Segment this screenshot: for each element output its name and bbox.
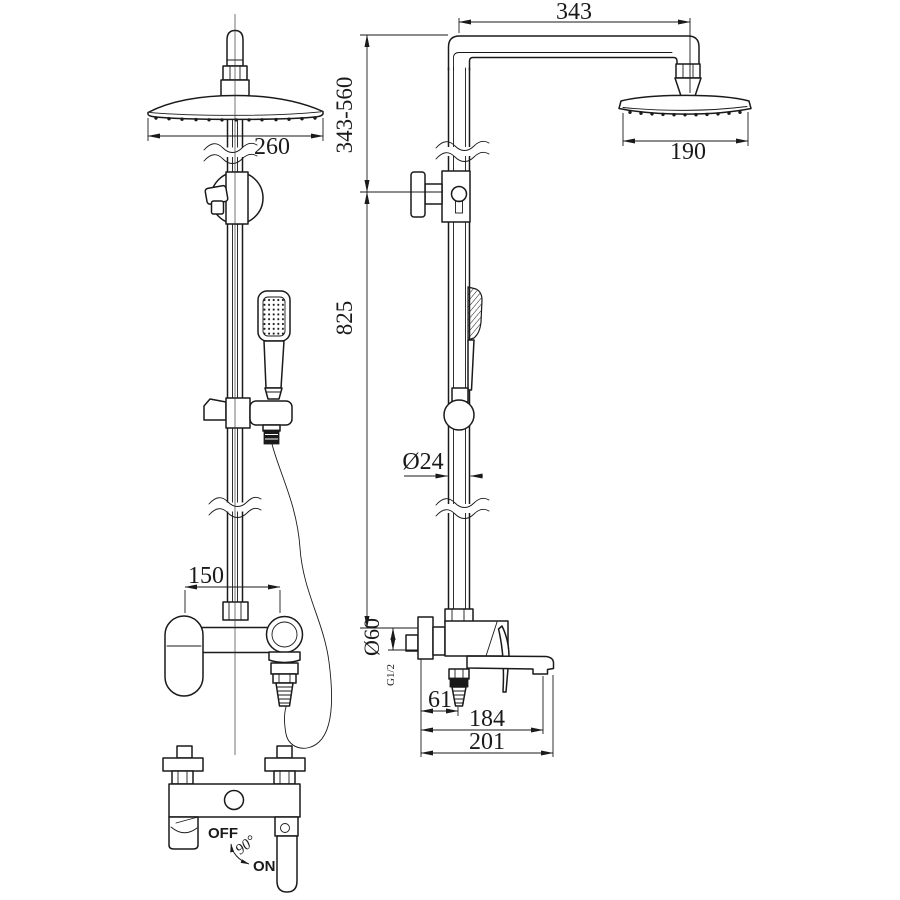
mixer-lever-front <box>164 615 204 697</box>
diverter-rotation-arrow <box>230 843 250 865</box>
hand-shower-side <box>467 286 483 391</box>
dim-aerator-reach: 184 <box>469 706 505 732</box>
mixer-side <box>405 608 555 707</box>
diverter-annotation: OFF 90° ON <box>208 825 276 875</box>
dim-mixer-centers: 150 <box>188 563 224 589</box>
bottom-detail-view: OFF 90° ON <box>162 745 306 893</box>
dim-thread-size: G1/2 <box>385 664 397 686</box>
dim-head-width-side: 190 <box>670 139 706 165</box>
escutcheon-side <box>417 616 434 660</box>
top-arm-side <box>447 35 700 71</box>
front-view <box>147 14 332 755</box>
dim-top-reach: 343 <box>556 0 592 25</box>
slider-bracket-front <box>204 171 264 225</box>
mixer-body-side <box>444 620 509 657</box>
diverter-off-label: OFF <box>208 825 238 842</box>
dim-head-width-front: 260 <box>254 134 290 160</box>
diverter-lever-bottom <box>274 816 299 893</box>
shower-holder-front <box>203 397 293 445</box>
head-connector-side <box>674 63 702 97</box>
shower-holder-side <box>443 387 475 431</box>
dimensions: 343 343-560 825 260 190 Ø24 150 <box>147 0 749 757</box>
diverter-button-bottom <box>223 789 245 811</box>
dim-escutcheon-diameter: Ø60 <box>359 618 384 656</box>
slider-knob-side <box>410 170 471 223</box>
wall-connection-left <box>162 745 204 785</box>
hand-shower-front <box>257 290 291 400</box>
diverter-on-label: ON <box>253 858 276 875</box>
dim-hose-outlet-offset: 61 <box>428 687 452 713</box>
mixer-front <box>164 601 304 707</box>
hose-outlet-side <box>448 668 470 707</box>
break-marks-side <box>435 140 490 519</box>
shower-hose <box>271 443 332 749</box>
dim-upper-height-range: 343-560 <box>332 77 357 154</box>
dim-pipe-diameter: Ø24 <box>402 449 443 475</box>
rain-shower-head-side <box>618 94 752 117</box>
hose-outlet-front <box>275 682 294 707</box>
tub-spout-side <box>466 655 555 675</box>
side-view <box>405 35 752 707</box>
wall-connection-right <box>264 745 306 785</box>
nozzles-side <box>628 110 742 117</box>
dim-spout-reach: 201 <box>469 729 505 755</box>
dim-column-height: 825 <box>332 301 357 336</box>
wall-stud-side <box>405 634 419 652</box>
tub-spout-bottom <box>168 816 199 850</box>
rain-shower-head-front <box>147 94 324 122</box>
